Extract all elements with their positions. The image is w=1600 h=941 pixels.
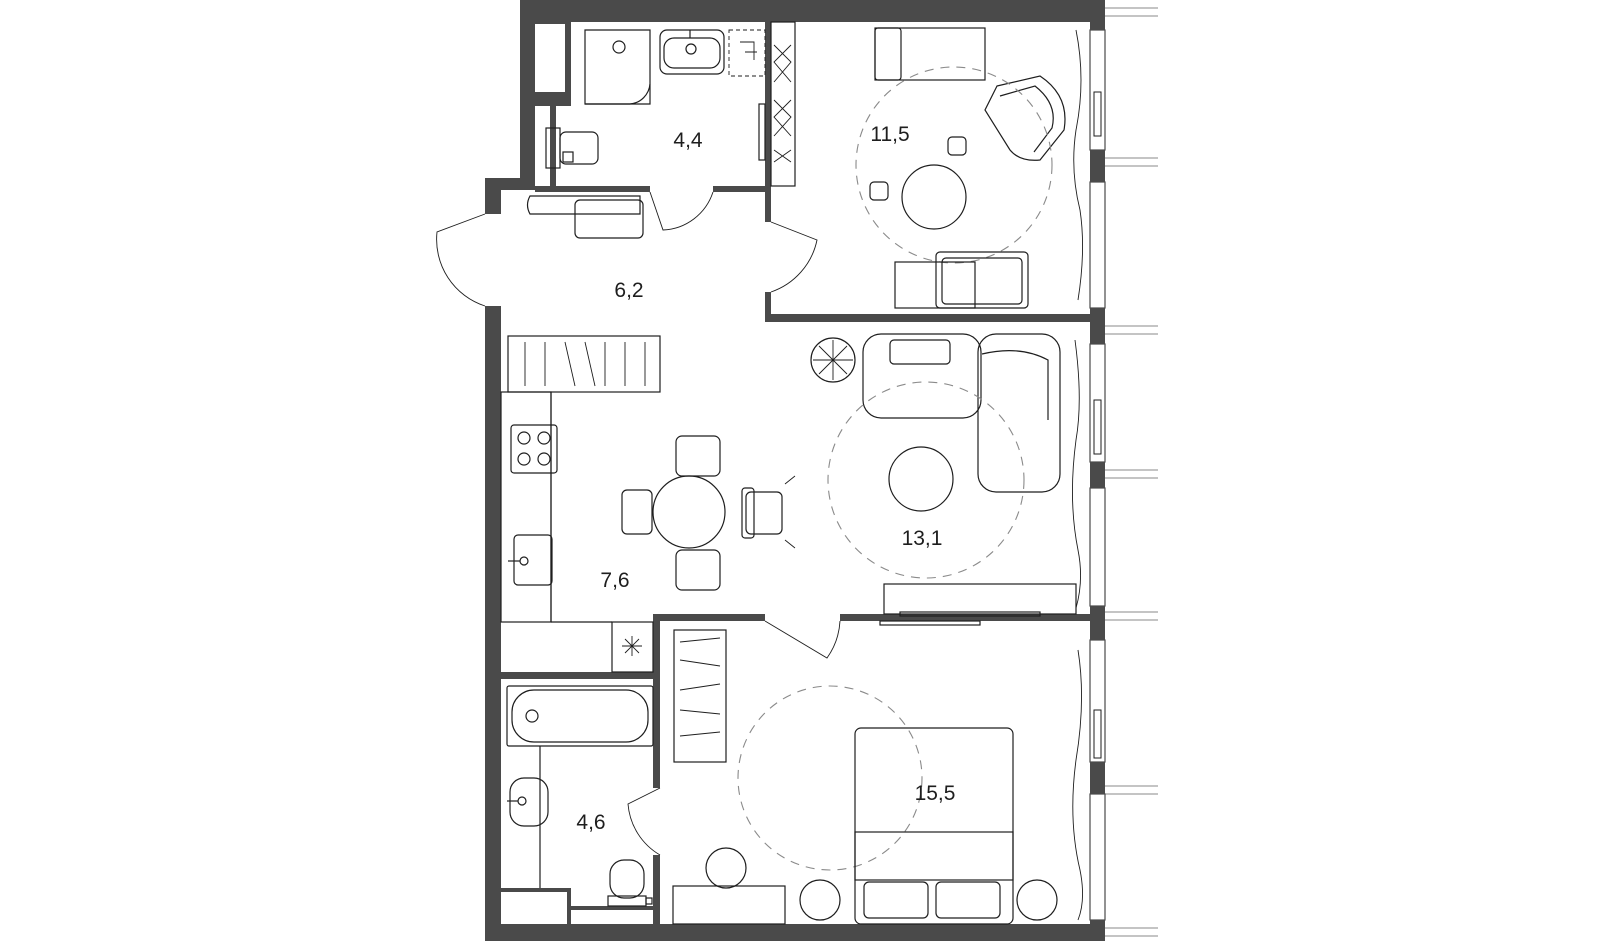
bottom-bathroom-fixtures [506, 685, 654, 907]
area-label-living-room: 13,1 [902, 527, 943, 550]
hallway-furniture [507, 195, 661, 393]
area-labels: 4,4 11,5 6,2 13,1 7,6 15,5 4,6 [576, 123, 955, 834]
kitchen-furniture [500, 391, 796, 673]
living-room-furniture [810, 333, 1081, 617]
small-bedroom-furniture [855, 27, 1084, 309]
walls [485, 0, 1106, 941]
area-label-bathroom-top: 4,4 [673, 129, 703, 152]
area-label-hallway: 6,2 [614, 279, 643, 302]
area-label-bedroom-small: 11,5 [870, 123, 909, 146]
top-bathroom-fixtures [545, 21, 796, 187]
doors [436, 191, 841, 856]
main-bedroom-furniture [672, 620, 1083, 925]
area-label-bathroom-bottom: 4,6 [576, 811, 605, 834]
exterior-window-strips [1102, 7, 1158, 937]
area-label-kitchen: 7,6 [600, 569, 629, 592]
area-label-bedroom-main: 15,5 [915, 782, 956, 805]
